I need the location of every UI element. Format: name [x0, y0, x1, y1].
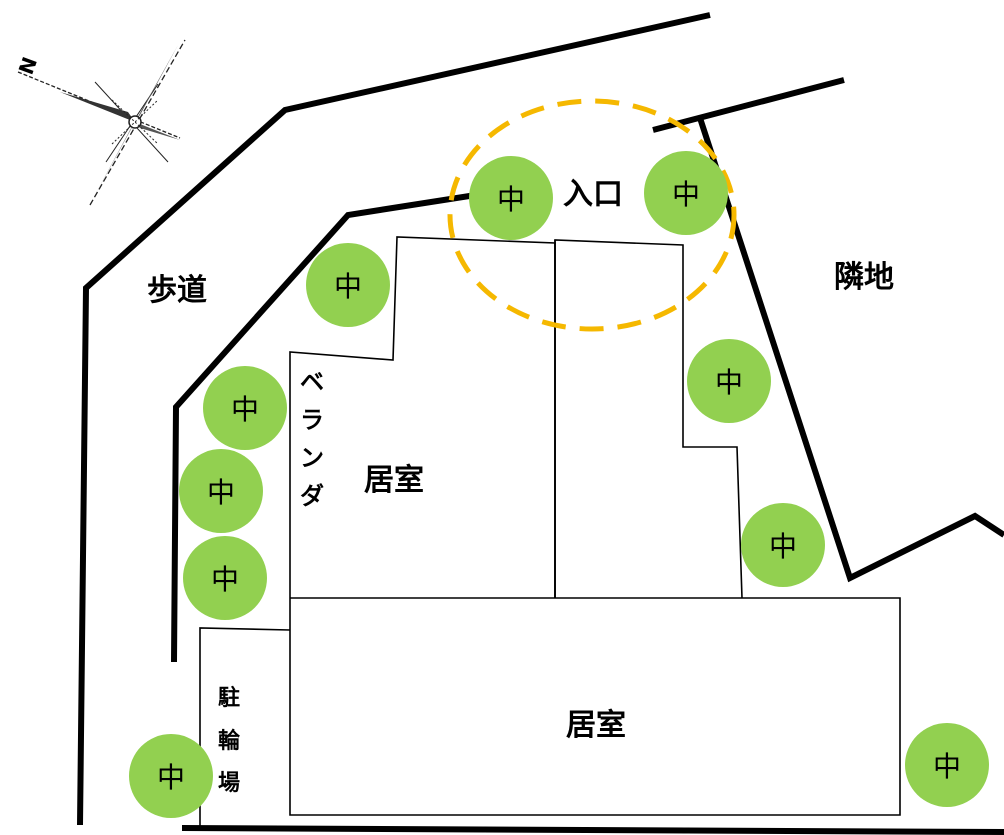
tree-marker: 中 [183, 536, 267, 620]
tree-marker: 中 [469, 156, 553, 240]
svg-text:中: 中 [231, 393, 259, 426]
svg-text:駐: 駐 [218, 685, 240, 711]
tree-marker: 中 [129, 734, 213, 818]
bike-parking-outline [199, 627, 291, 826]
svg-text:中: 中 [211, 563, 239, 596]
bike-parking-label: 駐 輪 場 [218, 685, 241, 796]
svg-text:ラ: ラ [300, 406, 324, 434]
svg-text:中: 中 [334, 270, 362, 303]
tree-marker: 中 [644, 151, 728, 235]
tree-marker: 中 [687, 339, 771, 423]
veranda-label: ベ ラ ン ダ [300, 368, 324, 510]
tree-marker: 中 [905, 723, 989, 807]
svg-text:ン: ン [300, 444, 324, 472]
compass-north-letter: N [14, 54, 42, 78]
tree-marker: 中 [306, 243, 390, 327]
svg-text:中: 中 [933, 750, 961, 783]
tree-marker: 中 [179, 449, 263, 533]
room-label-upper: 居室 [364, 463, 424, 498]
neighbor-boundary [652, 77, 845, 133]
tree-marker: 中 [741, 503, 825, 587]
trees: 中 中 中 中 中 中 中 中 [129, 151, 989, 818]
svg-text:ダ: ダ [300, 482, 324, 510]
svg-text:中: 中 [769, 530, 797, 563]
sidewalk-label: 歩道 [147, 273, 207, 308]
bottom-boundary [181, 825, 1004, 835]
lower-building-outline [289, 597, 901, 816]
tree-marker: 中 [203, 366, 287, 450]
svg-text:中: 中 [715, 366, 743, 399]
entrance-label: 入口 [563, 177, 623, 212]
svg-text:中: 中 [207, 476, 235, 509]
neighbor-label: 隣地 [834, 260, 894, 295]
svg-text:ベ: ベ [300, 368, 324, 396]
compass-rose-icon [17, 39, 186, 206]
svg-text:中: 中 [497, 183, 525, 216]
svg-text:中: 中 [157, 761, 185, 794]
svg-text:中: 中 [672, 178, 700, 211]
svg-text:場: 場 [218, 771, 240, 796]
svg-text:輪: 輪 [218, 728, 241, 754]
room-label-lower: 居室 [566, 708, 626, 743]
sidewalk-inner-boundary [171, 182, 541, 663]
right-neighbor-boundary [697, 117, 1004, 583]
outer-road-boundary [77, 12, 711, 826]
entrance-highlight-circle [447, 98, 737, 332]
boundary-lines [77, 12, 1004, 835]
